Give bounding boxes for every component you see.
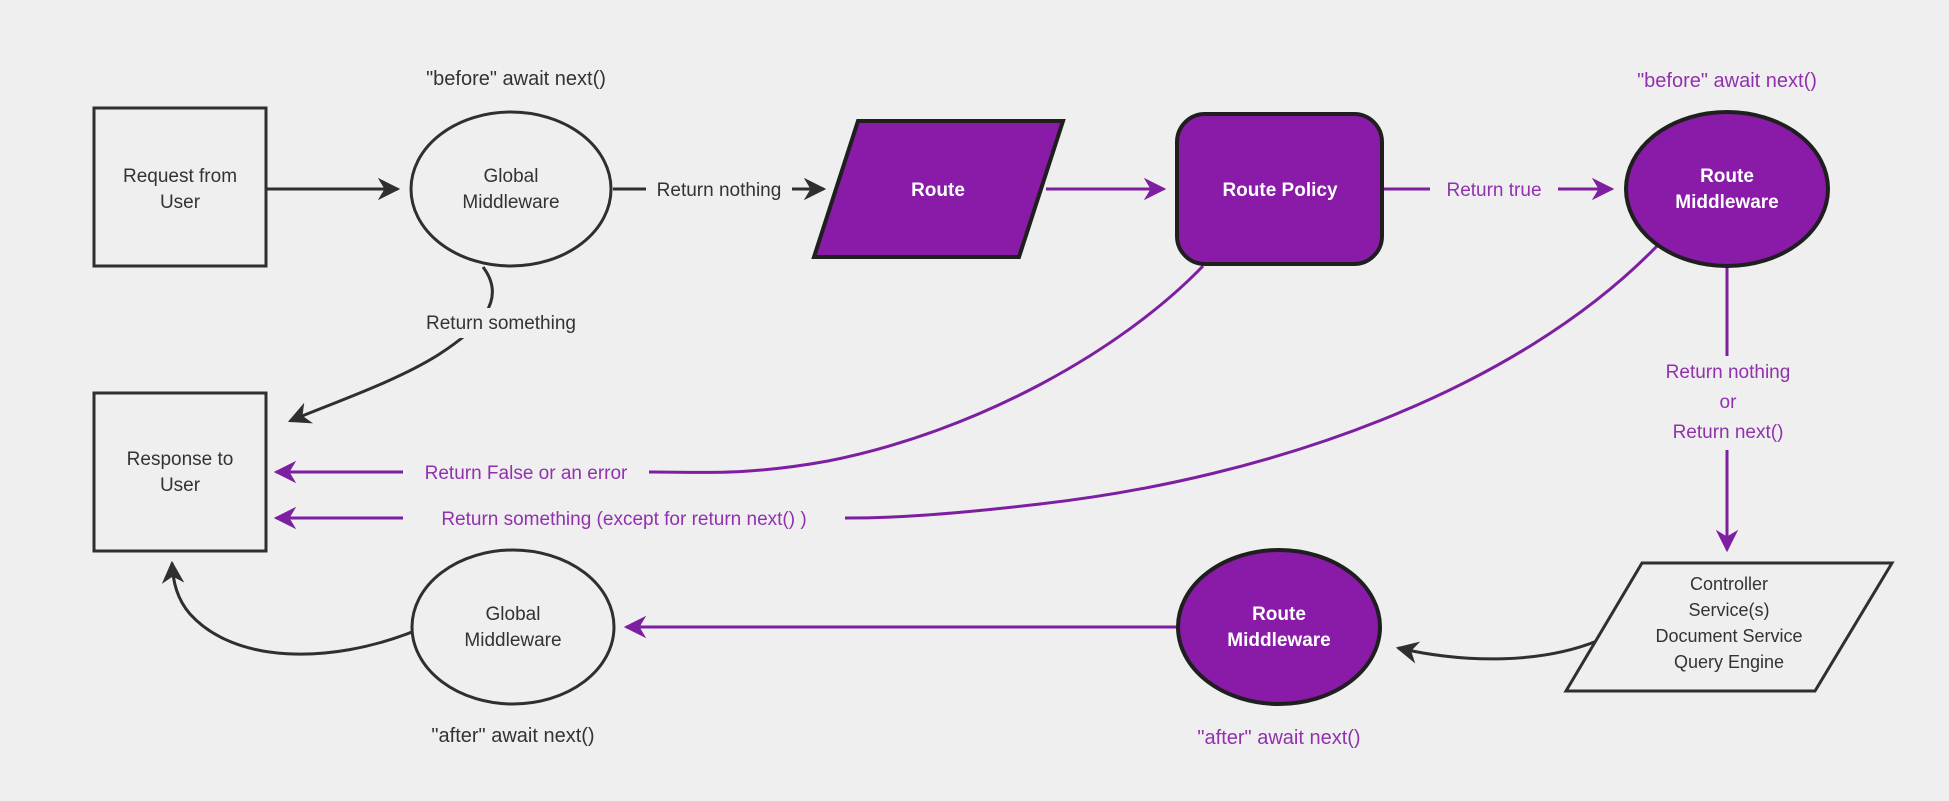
global-middleware-bottom-label-line1: Global: [486, 604, 541, 625]
edge-label-return-nothing-or-next: Return nothing or Return next(): [1637, 356, 1819, 450]
node-response-to-user: Response to User: [92, 391, 268, 553]
edge-label-return-nothing: Return nothing: [646, 174, 792, 204]
route-middleware-bottom-label-line1: Route: [1252, 604, 1306, 625]
route-policy-box: [1175, 112, 1384, 266]
edge-label-return-true: Return true: [1430, 174, 1558, 204]
node-route-policy: Route Policy: [1175, 112, 1384, 266]
response-label-line1: Response to: [127, 449, 234, 470]
annotation-before-await-next-right: "before" await next(): [1637, 70, 1817, 92]
global-middleware-bottom-ellipse: [410, 548, 616, 706]
node-route: Route: [811, 119, 1066, 259]
edge-global-middleware-to-response: [287, 266, 494, 424]
edge-backend-to-route-middleware-bottom: [1395, 639, 1598, 664]
node-global-middleware-top: Global Middleware: [409, 110, 613, 268]
edge-route-middleware-to-response: [273, 244, 1659, 530]
node-global-middleware-bottom: Global Middleware: [410, 548, 616, 706]
request-box: [92, 106, 268, 268]
edge-label-bg: [420, 308, 582, 338]
backend-label-line3: Document Service: [1655, 626, 1802, 646]
edge-label-text: Return something: [426, 313, 576, 334]
route-middleware-bottom-ellipse: [1176, 548, 1382, 706]
edge-label-bg: [1430, 174, 1558, 204]
node-backend-services: Controller Service(s) Document Service Q…: [1563, 561, 1895, 693]
route-middleware-top-ellipse: [1624, 110, 1830, 268]
edge-label-return-something: Return something: [420, 308, 582, 338]
route-middleware-top-label-line2: Middleware: [1675, 192, 1778, 213]
edge-route-policy-to-response: [273, 264, 1205, 484]
edge-label-text-line3: Return next(): [1673, 422, 1784, 443]
edge-label-bg: [1637, 356, 1819, 450]
route-policy-label: Route Policy: [1222, 180, 1338, 201]
global-middleware-top-label-line2: Middleware: [462, 192, 559, 213]
request-label-line2: User: [160, 192, 201, 213]
edge-label-return-false-or-error: Return False or an error: [403, 457, 649, 488]
node-route-middleware-bottom: Route Middleware: [1176, 548, 1382, 706]
edge-label-text: Return False or an error: [425, 463, 628, 484]
edge-label-bg: [403, 503, 845, 534]
backend-label-line1: Controller: [1690, 574, 1768, 594]
route-parallelogram: [811, 119, 1066, 259]
annotation-after-await-next-purple: "after" await next(): [1197, 727, 1360, 749]
response-label-line2: User: [160, 475, 201, 496]
annotation-after-await-next-dark: "after" await next(): [431, 725, 594, 747]
edge-global-middleware-bottom-to-response: [161, 560, 413, 656]
response-box: [92, 391, 268, 553]
request-label-line1: Request from: [123, 166, 237, 187]
backend-label-line4: Query Engine: [1674, 652, 1784, 672]
global-middleware-bottom-label-line2: Middleware: [464, 630, 561, 651]
route-label: Route: [911, 180, 965, 201]
node-request-from-user: Request from User: [92, 106, 268, 268]
node-route-middleware-top: Route Middleware: [1624, 110, 1830, 268]
edge-label-text-line1: Return nothing: [1666, 362, 1791, 383]
edge-label-text: Return true: [1446, 180, 1541, 201]
edge-label-text: Return something (except for return next…: [441, 509, 806, 530]
edge-label-bg: [403, 457, 649, 488]
global-middleware-top-ellipse: [409, 110, 613, 268]
edge-label-text-line2: or: [1720, 392, 1738, 413]
edge-label-bg: [646, 174, 792, 204]
edge-label-return-something-except: Return something (except for return next…: [403, 503, 845, 534]
route-middleware-top-label-line1: Route: [1700, 166, 1754, 187]
edge-label-text: Return nothing: [657, 180, 782, 201]
global-middleware-top-label-line1: Global: [484, 166, 539, 187]
backend-parallelogram: [1563, 561, 1895, 693]
backend-label-line2: Service(s): [1688, 600, 1769, 620]
annotation-before-await-next-top: "before" await next(): [426, 68, 606, 90]
route-middleware-bottom-label-line2: Middleware: [1227, 630, 1330, 651]
